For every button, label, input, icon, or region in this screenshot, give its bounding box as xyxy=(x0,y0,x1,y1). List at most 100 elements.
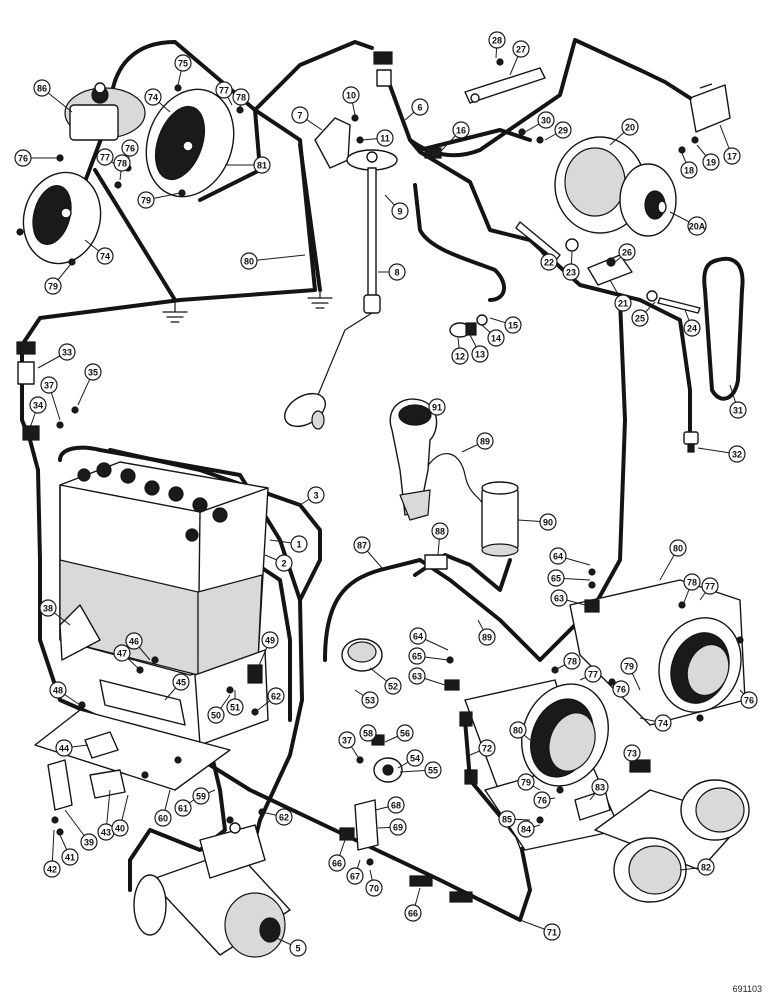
callout-number: 80 xyxy=(244,257,254,267)
callout-number: 74 xyxy=(148,93,158,103)
callout-bubble xyxy=(137,191,155,209)
callout-bubble xyxy=(478,739,496,757)
callout-bubble xyxy=(728,445,746,463)
callout-number: 91 xyxy=(432,403,442,413)
wire-alternator xyxy=(418,128,532,152)
callout-c32: 32 xyxy=(728,445,746,463)
callout-number: 54 xyxy=(410,754,420,764)
callout-c76e: 76 xyxy=(533,791,551,809)
callout-number: 35 xyxy=(88,368,98,378)
work-lamp-right xyxy=(658,617,742,713)
callout-number: 6 xyxy=(417,103,422,113)
callout-bubble xyxy=(359,724,377,742)
callout-c22: 22 xyxy=(540,253,558,271)
callout-c54: 54 xyxy=(406,749,424,767)
bracket-39 xyxy=(47,759,73,811)
callout-number: 64 xyxy=(553,552,563,562)
callout-number: 76 xyxy=(18,154,28,164)
leader-lines xyxy=(23,39,750,949)
sender-32 xyxy=(683,431,699,453)
callout-c90: 90 xyxy=(539,513,557,531)
callout-bubble xyxy=(384,677,402,695)
callout-c74b: 74 xyxy=(96,247,114,265)
callout-bubble xyxy=(154,809,172,827)
callout-bubble xyxy=(631,309,649,327)
callout-number: 49 xyxy=(265,636,275,646)
callout-c89b: 89 xyxy=(478,628,496,646)
callout-c29: 29 xyxy=(554,121,572,139)
fan-belt-31 xyxy=(702,256,745,401)
clip-72b xyxy=(464,769,478,785)
callout-bubble xyxy=(537,111,555,129)
callout-bubble xyxy=(618,243,636,261)
callout-number: 76 xyxy=(537,796,547,806)
callout-bubble xyxy=(387,796,405,814)
callout-c62b: 62 xyxy=(275,808,293,826)
callout-c69: 69 xyxy=(389,818,407,836)
callout-c44: 44 xyxy=(55,739,73,757)
callout-c20A: 20A xyxy=(687,216,707,236)
callout-c28: 28 xyxy=(488,31,506,49)
callout-number: 22 xyxy=(544,258,554,268)
callout-bubble xyxy=(549,547,567,565)
callout-number: 21 xyxy=(618,299,628,309)
callout-number: 29 xyxy=(558,126,568,136)
callout-number: 78 xyxy=(567,657,577,667)
callout-bubble xyxy=(404,904,422,922)
callout-number: 62 xyxy=(271,692,281,702)
callout-c55: 55 xyxy=(424,761,442,779)
callout-number: 44 xyxy=(59,744,69,754)
callout-number: 15 xyxy=(508,321,518,331)
callout-number: 75 xyxy=(178,59,188,69)
callout-c64b: 64 xyxy=(409,627,427,645)
callout-bubble xyxy=(113,644,131,662)
callout-number: 14 xyxy=(491,334,501,344)
callout-bubble xyxy=(687,216,707,236)
callout-bubble xyxy=(431,522,449,540)
callout-bubble xyxy=(723,147,741,165)
callout-bubble xyxy=(84,363,102,381)
callout-bubble xyxy=(408,647,426,665)
callout-bubble xyxy=(43,860,61,878)
bracket-38 xyxy=(59,604,101,661)
callout-number: 89 xyxy=(482,633,492,643)
callout-bubble xyxy=(612,680,630,698)
callout-number: 48 xyxy=(53,686,63,696)
callout-c16: 16 xyxy=(452,121,470,139)
callout-c33: 33 xyxy=(58,343,76,361)
callout-bubble xyxy=(451,347,469,365)
callout-bubble xyxy=(342,86,360,104)
callout-bubble xyxy=(614,294,632,312)
callout-c64a: 64 xyxy=(549,547,567,565)
bracket-7 xyxy=(314,117,351,169)
callout-bubble xyxy=(654,714,672,732)
callout-bubble xyxy=(144,88,162,106)
callout-number: 38 xyxy=(43,604,53,614)
callout-bubble xyxy=(517,773,535,791)
callout-number: 86 xyxy=(37,84,47,94)
callout-bubble xyxy=(389,818,407,836)
connector-66 xyxy=(409,875,433,887)
callout-c61: 61 xyxy=(174,799,192,817)
callout-number: 13 xyxy=(475,350,485,360)
callout-bubble xyxy=(96,247,114,265)
bolt-24 xyxy=(657,297,701,314)
sender-12 xyxy=(449,314,488,338)
callout-c81: 81 xyxy=(253,156,271,174)
callout-number: 7 xyxy=(297,111,302,121)
callout-number: 19 xyxy=(706,158,716,168)
callout-bubble xyxy=(476,432,494,450)
callout-number: 37 xyxy=(44,381,54,391)
harness-lower-mid xyxy=(323,558,597,662)
callout-number: 11 xyxy=(380,134,390,144)
hardware xyxy=(16,58,744,866)
callout-c77b: 77 xyxy=(96,148,114,166)
callout-c34: 34 xyxy=(29,396,47,414)
callout-number: 37 xyxy=(342,736,352,746)
callout-number: 77 xyxy=(588,670,598,680)
callout-number: 88 xyxy=(435,527,445,537)
parts xyxy=(16,51,750,958)
leader-c80a xyxy=(248,254,306,262)
callout-c63a: 63 xyxy=(550,589,568,607)
callout-number: 61 xyxy=(178,804,188,814)
